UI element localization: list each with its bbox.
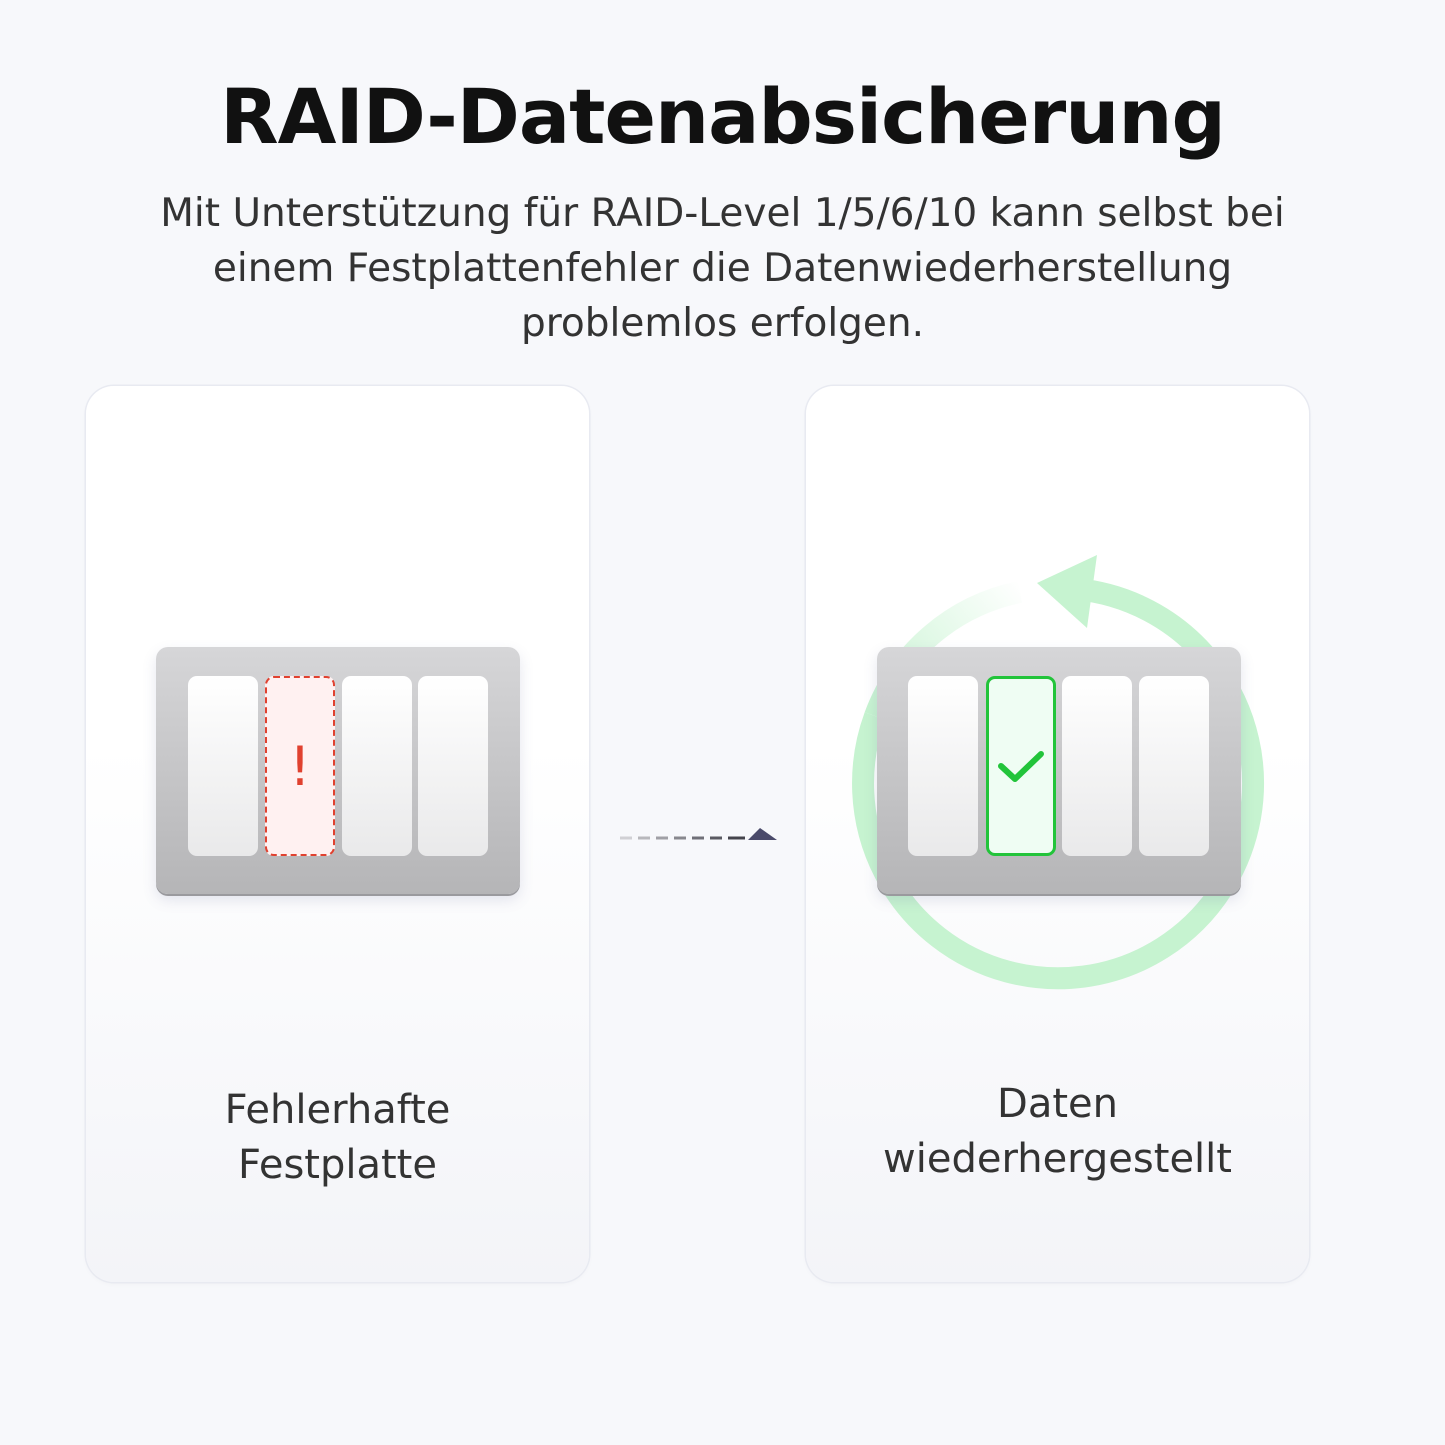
drive-bay — [418, 676, 488, 856]
nas-enclosure-restored — [877, 647, 1241, 894]
warning-exclamation-icon: ! — [289, 734, 311, 798]
restored-data-label: Daten wiederhergestellt — [806, 1077, 1309, 1187]
label-line: Festplatte — [238, 1142, 437, 1188]
drive-bay — [188, 676, 258, 856]
failed-disk-label: Fehlerhafte Festplatte — [86, 1083, 589, 1193]
dashed-arrow-right-icon — [620, 828, 777, 840]
page-title: RAID-Datenabsicherung — [220, 72, 1226, 161]
subtitle-line: einem Festplattenfehler die Datenwiederh… — [212, 246, 1233, 291]
drive-bay — [1062, 676, 1132, 856]
label-line: wiederhergestellt — [883, 1136, 1232, 1182]
failed-drive-bay: ! — [265, 676, 335, 856]
subtitle-line: Mit Unterstützung für RAID-Level 1/5/6/1… — [160, 191, 1285, 236]
nas-enclosure-failed: ! — [156, 647, 520, 894]
drive-bay — [342, 676, 412, 856]
label-line: Daten — [997, 1081, 1118, 1127]
restored-drive-bay — [986, 676, 1056, 856]
page-subtitle: Mit Unterstützung für RAID-Level 1/5/6/1… — [60, 186, 1385, 351]
label-line: Fehlerhafte — [224, 1087, 451, 1133]
drive-bay — [1139, 676, 1209, 856]
drive-bay — [908, 676, 978, 856]
checkmark-icon — [998, 751, 1044, 782]
subtitle-line: problemlos erfolgen. — [520, 301, 925, 346]
